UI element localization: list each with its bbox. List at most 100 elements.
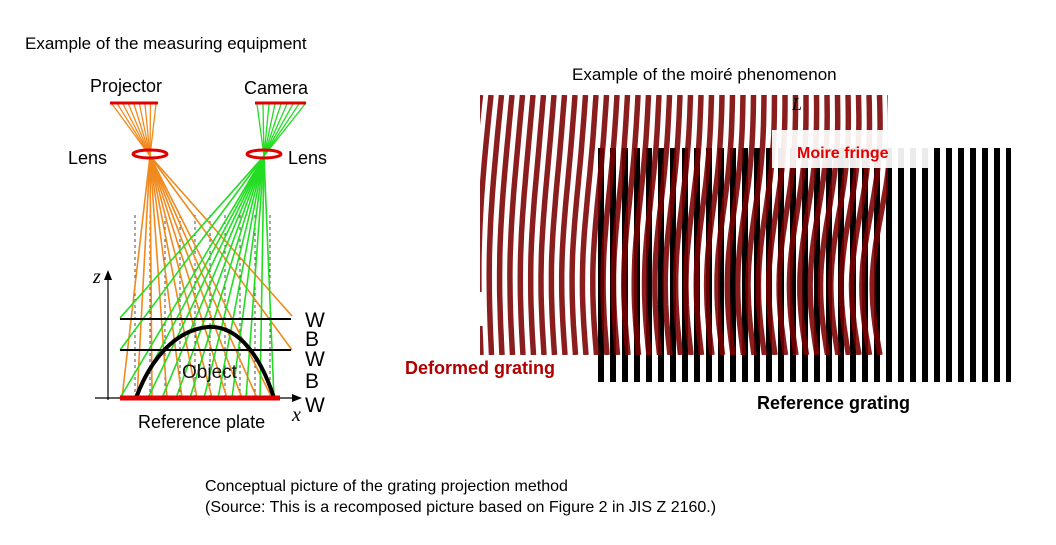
projector-ray-in [144,103,151,157]
projector-ray-out [149,155,258,399]
moire-title: Example of the moiré phenomenon [572,65,837,84]
camera-ray-out [189,155,265,399]
reference-bar [730,148,736,382]
reference-bar [646,148,652,382]
projector-label: Projector [90,76,162,96]
deformed-bar [745,95,767,355]
band-label-b2: B [305,370,319,393]
reference-bar [910,148,916,382]
band-label-w1: W [305,309,325,332]
grating-left-gap [476,292,484,326]
x-axis-arrow-icon [292,394,302,402]
caption-line-1: Conceptual picture of the grating projec… [205,478,568,495]
camera-ray-out [263,155,275,399]
camera-ray-in [263,103,306,157]
object-label: Object [182,362,238,383]
reference-bar [898,148,904,382]
deformed-bar [480,95,494,355]
deformed-bar [517,95,536,355]
deformed-bar [714,95,736,355]
camera-ray-in [256,103,265,157]
deformed-bar [507,95,526,355]
deformed-bar [579,95,599,355]
projector-ray-out [149,155,293,351]
projector-lens-icon [131,148,169,160]
reference-bar [1006,148,1011,382]
projector-ray-in [122,103,151,157]
projector-ray-out [149,155,183,399]
deformed-bar [621,95,641,355]
deformed-bar [869,95,888,355]
camera-ray-in [262,103,265,157]
camera-ray-out [119,155,265,399]
projector-ray-in [149,103,157,157]
deformed-bar [683,95,704,355]
band-label-w2: W [305,348,325,371]
camera-ray-in [263,103,300,157]
z-axis-label: z [92,266,101,288]
reference-bar [742,148,748,382]
camera-ray-out [231,155,265,399]
deformed-bar [631,95,652,355]
deformed-bar [734,95,757,355]
camera-ray-out [203,155,265,399]
projector-ray-in [111,103,151,157]
camera-ray-in [263,103,270,157]
equipment-title: Example of the measuring equipment [25,34,307,53]
deformed-grating-label: Deformed grating [405,358,555,378]
reference-bar [886,148,892,382]
reference-bar [814,148,820,382]
projector-ray-in [138,103,151,157]
camera-ray-out [147,155,265,399]
object-profile [134,324,276,399]
camera-ray-out [161,155,265,399]
reference-bar [670,148,676,382]
projector-ray-out [149,155,243,399]
reference-bar [802,148,808,382]
reference-bar [718,148,724,382]
deformed-bar [652,95,673,355]
camera-ray-in [263,103,276,157]
figure-caption: Conceptual picture of the grating projec… [205,476,716,518]
camera-ray-out [259,155,265,399]
caption-line-2: (Source: This is a recomposed picture ba… [205,499,717,516]
deformed-bar [527,95,547,355]
reference-bar [970,148,976,382]
camera-ray-in [263,103,288,157]
reference-bar [994,148,1000,382]
projector-ray-out [149,155,153,399]
deformed-bar [600,95,620,355]
z-axis-arrow-icon [104,270,112,280]
projector-ray-in [133,103,151,157]
projector-ray-in [127,103,151,157]
deformed-bar [458,95,470,355]
reference-bar [790,148,796,382]
projector-ray-out [149,155,273,399]
camera-ray-in [263,103,282,157]
deformed-bar [662,95,683,355]
projector-ray-out [121,155,151,399]
camera-ray-out [119,155,265,319]
x-axis-label: x [291,404,301,426]
deformed-bar [672,95,694,355]
camera-label: Camera [244,78,309,98]
camera-ray-in [263,103,294,157]
deformed-bar [693,95,715,355]
projector-ray-out [149,155,168,399]
lens-left-label: Lens [68,148,107,168]
camera-lens-icon [245,148,283,160]
moire-fringe-label-backdrop [772,130,932,168]
moire-fringe-label: Moire fringe [797,145,889,162]
deformed-bar [558,95,578,355]
reference-bar [982,148,988,382]
deformed-bar [569,95,589,355]
reference-bar [874,148,880,382]
deformed-bar [610,95,631,355]
camera-ray-out [119,155,265,351]
reference-bar [658,148,664,382]
projector-ray-out [136,155,151,399]
band-label-b1: B [305,328,319,351]
reference-plate-label: Reference plate [138,412,265,432]
reference-bar [922,148,928,382]
